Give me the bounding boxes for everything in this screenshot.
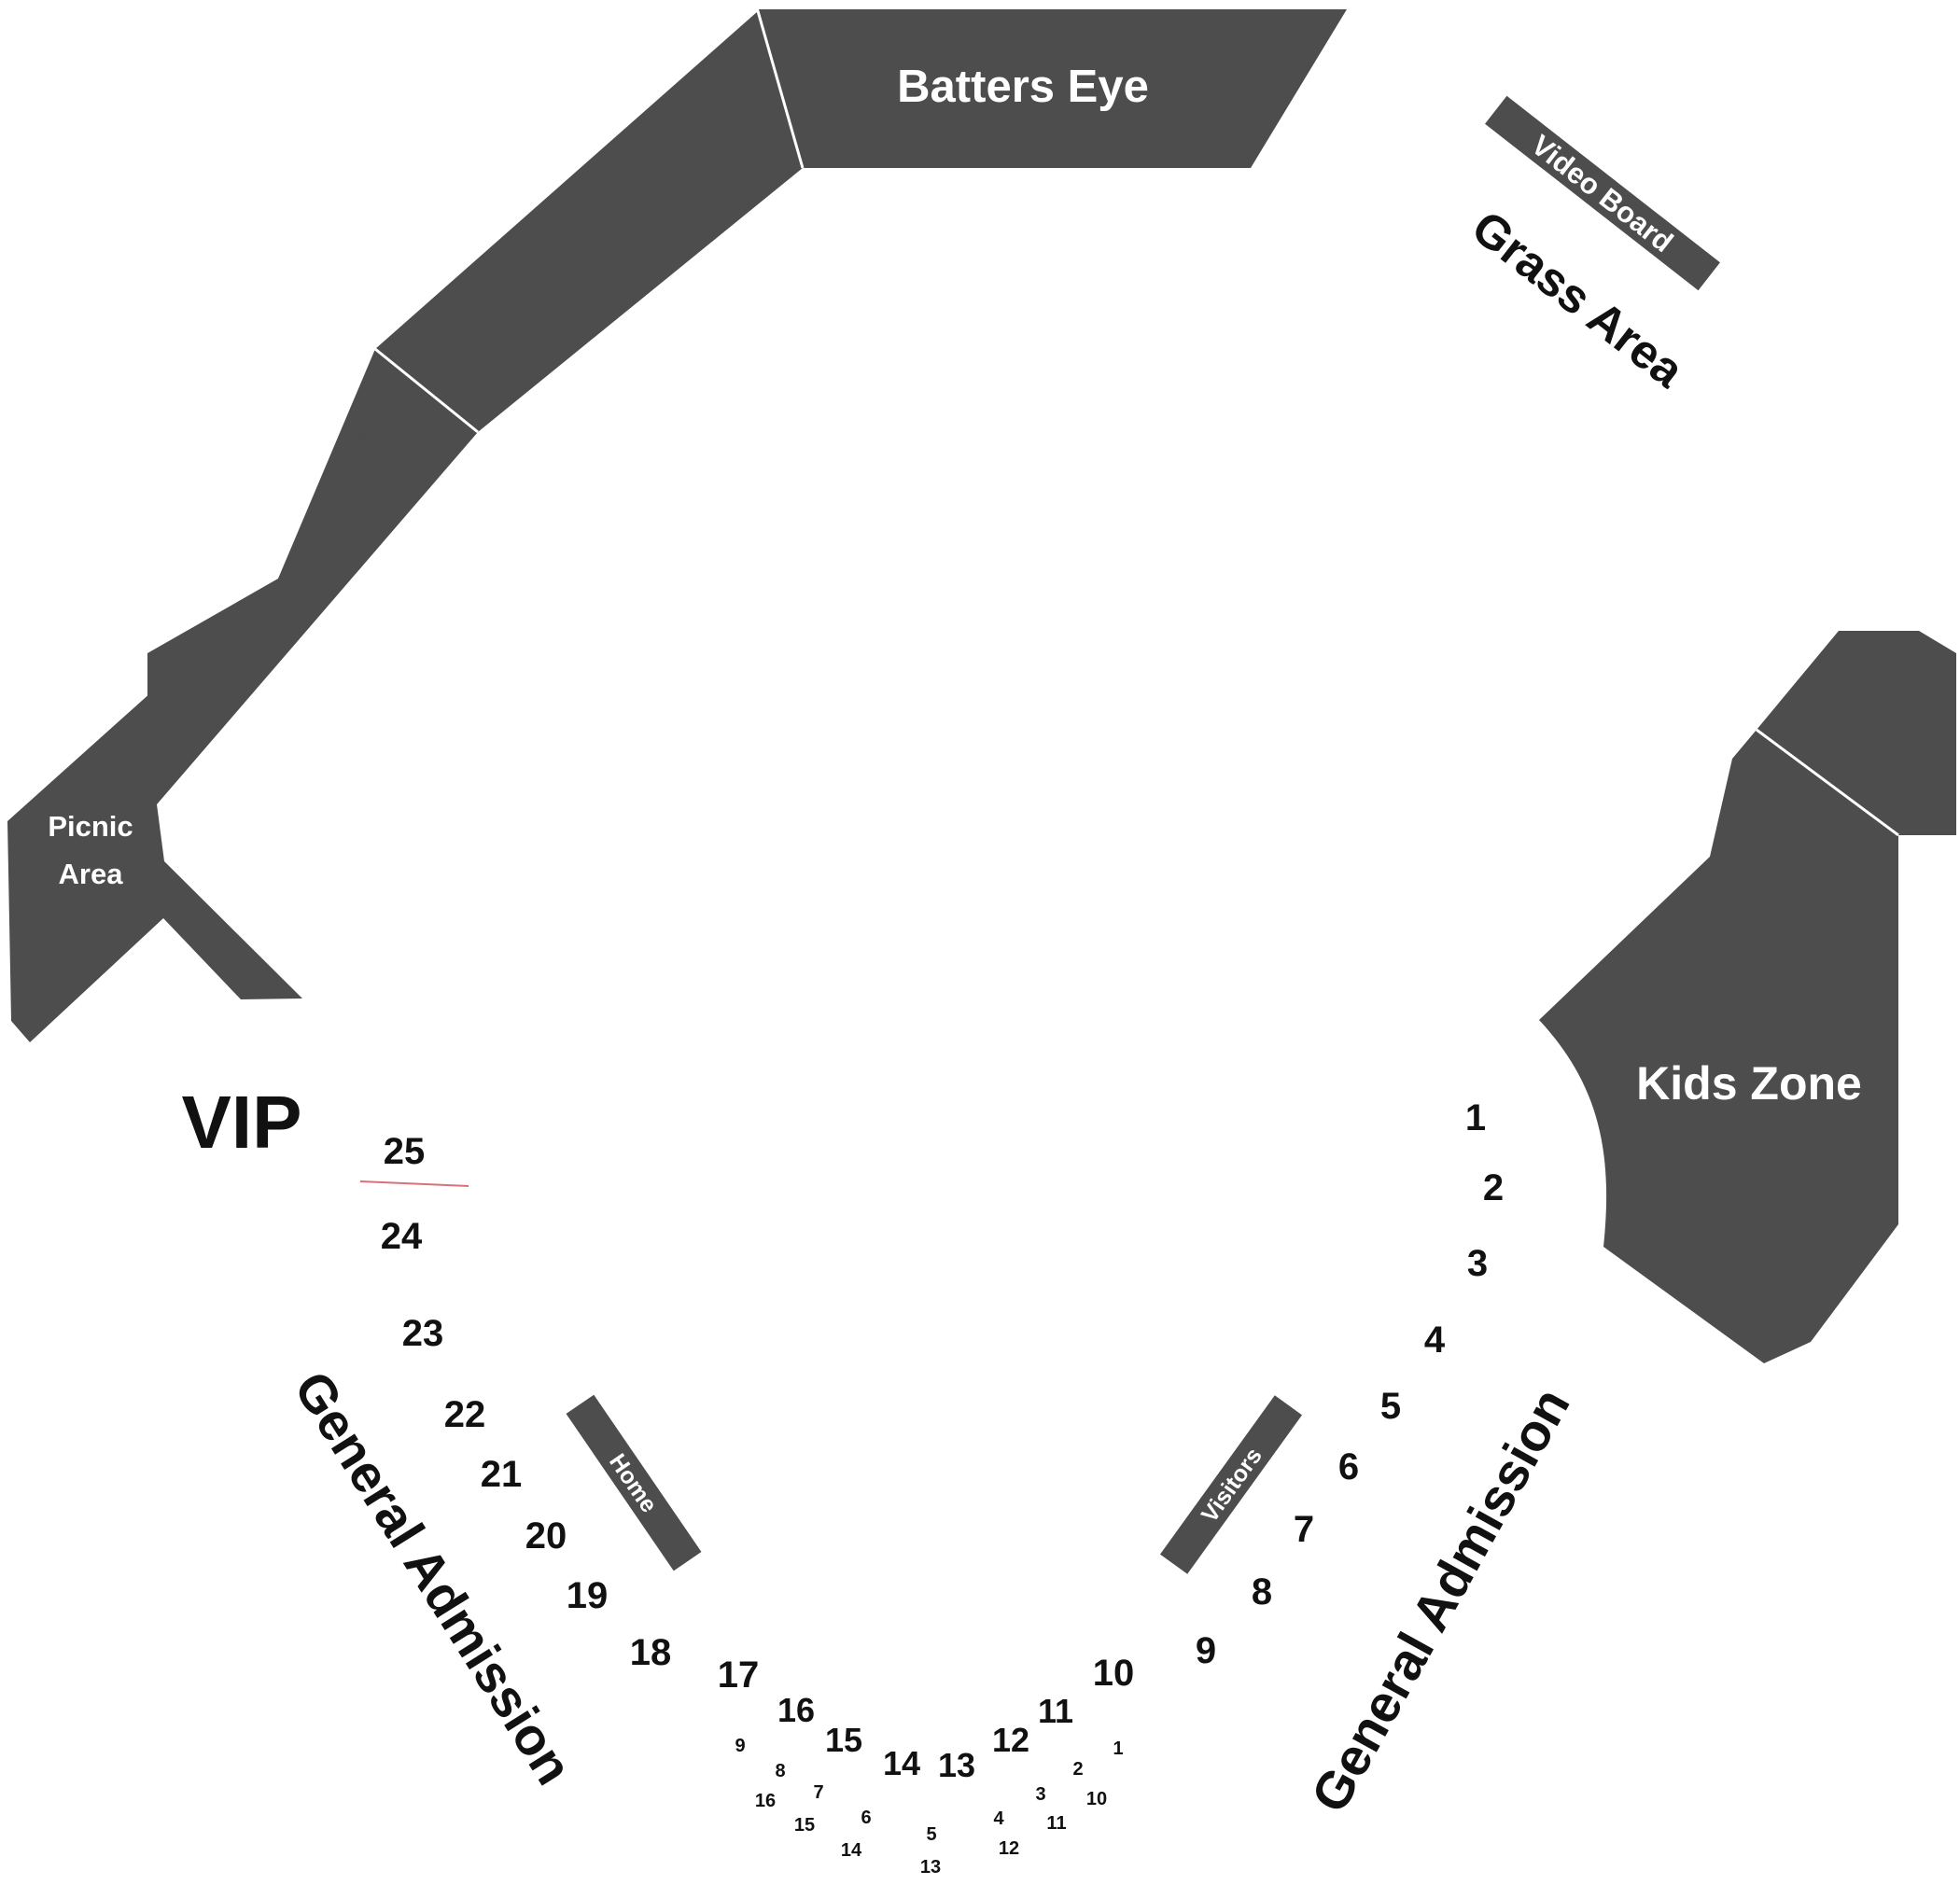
box-10[interactable]: 10 [1086, 1789, 1107, 1809]
section-15[interactable]: 15 [825, 1721, 862, 1759]
section-23[interactable]: 23 [402, 1313, 444, 1354]
section-3[interactable]: 3 [1467, 1243, 1488, 1284]
box-6[interactable]: 6 [861, 1808, 871, 1828]
home-dugout[interactable]: Home [566, 1394, 702, 1571]
box-1[interactable]: 1 [1113, 1738, 1123, 1759]
batters-eye-label: Batters Eye [897, 62, 1149, 112]
section-9[interactable]: 9 [1196, 1630, 1216, 1671]
divider-line [756, 10, 805, 169]
section-21[interactable]: 21 [481, 1454, 523, 1495]
box-14[interactable]: 14 [841, 1840, 862, 1861]
box-15[interactable]: 15 [794, 1815, 815, 1836]
vip-marker-line [359, 1180, 469, 1187]
box-4[interactable]: 4 [993, 1808, 1004, 1829]
divider-line [374, 347, 479, 434]
outfield-wall-upper [375, 11, 803, 432]
box-16[interactable]: 16 [755, 1791, 776, 1811]
section-14[interactable]: 14 [883, 1744, 920, 1782]
section-10[interactable]: 10 [1093, 1653, 1135, 1694]
batters-eye[interactable] [759, 9, 1347, 168]
section-7[interactable]: 7 [1294, 1509, 1314, 1550]
section-6[interactable]: 6 [1338, 1446, 1359, 1487]
box-5[interactable]: 5 [926, 1824, 936, 1845]
box-2[interactable]: 2 [1072, 1759, 1083, 1780]
section-20[interactable]: 20 [525, 1515, 567, 1557]
section-5[interactable]: 5 [1380, 1386, 1401, 1427]
section-13[interactable]: 13 [938, 1746, 975, 1784]
box-7[interactable]: 7 [813, 1782, 823, 1803]
box-11[interactable]: 11 [1046, 1813, 1066, 1834]
visitors-dugout[interactable]: Visitors [1159, 1395, 1303, 1574]
box-12[interactable]: 12 [999, 1838, 1019, 1859]
box-8[interactable]: 8 [775, 1761, 785, 1781]
section-11[interactable]: 11 [1038, 1692, 1073, 1730]
box-3[interactable]: 3 [1035, 1784, 1045, 1805]
video-board-label: Video Board [1525, 129, 1679, 259]
section-22[interactable]: 22 [444, 1394, 486, 1435]
picnic-area-label: Picnic [48, 810, 133, 843]
general-admission-right-label[interactable]: General Admission [1299, 1378, 1581, 1822]
box-9[interactable]: 9 [735, 1736, 745, 1756]
picnic-area-label: Area [59, 858, 124, 890]
kids-zone[interactable] [1539, 631, 1956, 1363]
section-17[interactable]: 17 [718, 1655, 760, 1696]
outfield-wall-left [147, 349, 478, 838]
box-13[interactable]: 13 [920, 1857, 941, 1878]
vip-label[interactable]: VIP [182, 1081, 302, 1164]
general-admission-left-label[interactable]: General Admission [283, 1361, 584, 1794]
section-8[interactable]: 8 [1252, 1571, 1272, 1613]
section-1[interactable]: 1 [1465, 1097, 1486, 1138]
kids-zone-label: Kids Zone [1636, 1057, 1862, 1110]
section-2[interactable]: 2 [1483, 1167, 1504, 1208]
section-16[interactable]: 16 [777, 1691, 815, 1729]
section-24[interactable]: 24 [381, 1216, 423, 1257]
section-19[interactable]: 19 [567, 1575, 609, 1616]
section-4[interactable]: 4 [1424, 1320, 1446, 1361]
section-18[interactable]: 18 [630, 1632, 672, 1673]
section-12[interactable]: 12 [992, 1721, 1029, 1759]
section-25[interactable]: 25 [384, 1131, 426, 1172]
divider-line [1756, 728, 1899, 837]
picnic-area[interactable] [7, 372, 399, 1042]
